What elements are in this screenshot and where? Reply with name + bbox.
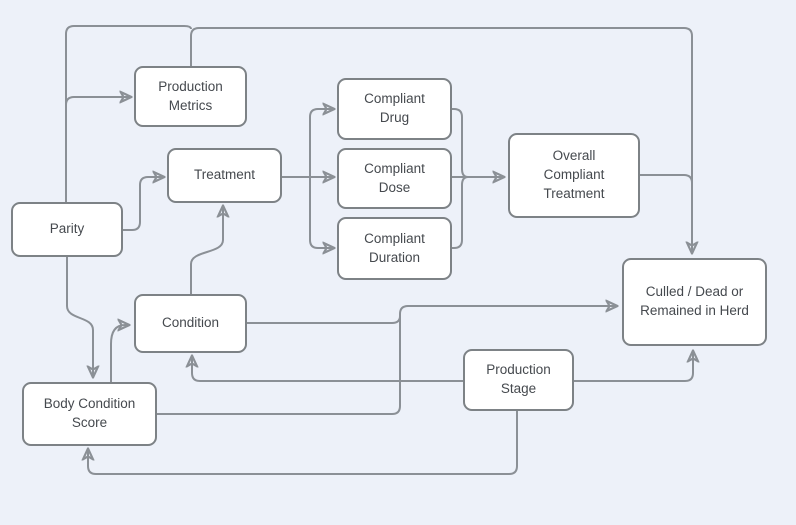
edge-treatment-compliant-drug bbox=[282, 109, 334, 178]
edge-production-stage-culled bbox=[574, 351, 693, 382]
edge-body-condition-score-culled bbox=[157, 306, 617, 415]
edge-compliant-drug-overall bbox=[452, 108, 469, 178]
node-overall-compliant-treatment: Overall Compliant Treatment bbox=[508, 133, 640, 218]
node-body-condition-score: Body Condition Score bbox=[22, 382, 157, 446]
node-condition: Condition bbox=[134, 294, 247, 353]
edge-compliant-duration-overall bbox=[452, 176, 469, 249]
node-production-metrics: Production Metrics bbox=[134, 66, 247, 127]
edge-body-condition-score-condition bbox=[110, 325, 129, 382]
edge-treatment-compliant-duration bbox=[282, 176, 334, 248]
edge-production-stage-body-condition-score bbox=[88, 411, 518, 475]
edge-production-metrics-culled bbox=[190, 27, 692, 253]
edge-parity-body-condition-score bbox=[66, 257, 93, 377]
node-culled-dead: Culled / Dead or Remained in Herd bbox=[622, 258, 767, 346]
edge-parity-production-metrics bbox=[65, 97, 131, 202]
edge-condition-treatment bbox=[190, 206, 223, 294]
node-treatment: Treatment bbox=[167, 148, 282, 203]
node-parity: Parity bbox=[11, 202, 123, 257]
node-compliant-dose: Compliant Dose bbox=[337, 148, 452, 209]
edge-parity-culled bbox=[65, 25, 192, 202]
node-production-stage: Production Stage bbox=[463, 349, 574, 411]
edge-parity-treatment bbox=[123, 177, 164, 231]
edge-production-stage-condition bbox=[192, 356, 463, 382]
edge-condition-culled bbox=[247, 315, 401, 324]
node-compliant-duration: Compliant Duration bbox=[337, 217, 452, 280]
edge-overall-culled bbox=[640, 174, 693, 184]
node-compliant-drug: Compliant Drug bbox=[337, 78, 452, 140]
